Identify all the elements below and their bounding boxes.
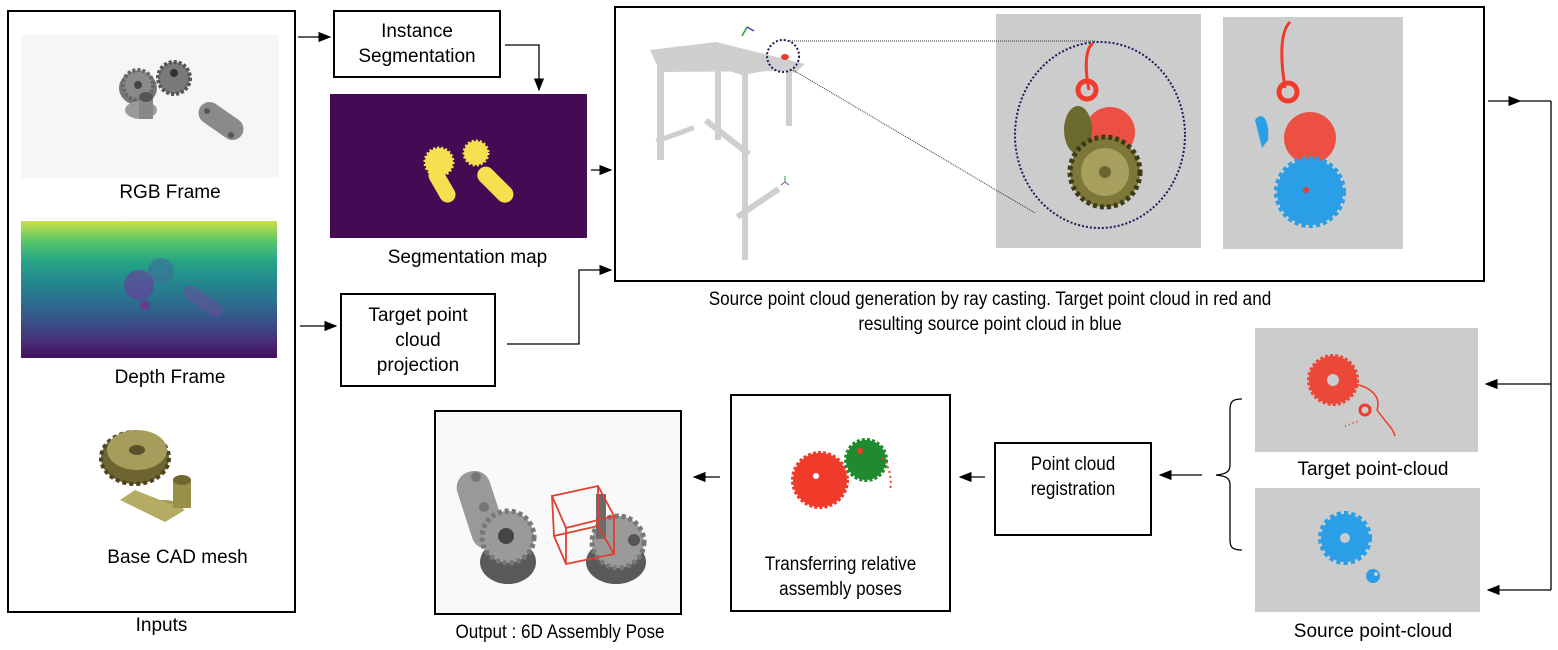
inputs-panel-label: Inputs xyxy=(135,615,188,636)
target-projection-line1: Target point xyxy=(368,304,468,326)
cad-mesh-image xyxy=(95,420,215,530)
segmentation-masks xyxy=(423,139,514,203)
segmentation-map-label: Segmentation map xyxy=(387,247,548,268)
target-projection-line3: projection xyxy=(376,354,460,376)
depth-objects-illustration xyxy=(124,258,223,317)
registration-line1: Point cloud xyxy=(1030,454,1116,475)
brace-clouds xyxy=(1215,398,1243,551)
transfer-poses-box: Transferring relative assembly poses xyxy=(730,394,951,612)
cad-gear-illustration xyxy=(99,430,191,522)
instance-segmentation-line2: Segmentation xyxy=(358,46,476,67)
depth-frame-label: Depth Frame xyxy=(114,367,226,388)
raycast-caption-line1: Source point cloud generation by ray cas… xyxy=(708,289,1272,310)
target-projection-box: Target point cloud projection xyxy=(340,293,496,387)
raycast-caption-line2: resulting source point cloud in blue xyxy=(858,314,1122,335)
output-pose-box xyxy=(434,410,682,615)
depth-frame-image xyxy=(21,221,277,358)
target-point-cloud-image xyxy=(1255,328,1478,452)
source-cloud-points xyxy=(1318,511,1380,583)
bounding-box-icon xyxy=(550,484,616,566)
registration-box: Point cloud registration xyxy=(994,442,1152,536)
registration-line2: registration xyxy=(1030,479,1116,500)
transfer-cloud-illustration xyxy=(791,438,892,509)
instance-segmentation-line1: Instance xyxy=(381,21,453,42)
raycasting-panel xyxy=(614,6,1485,282)
transfer-label-line1: Transferring relative xyxy=(764,554,917,575)
transfer-label-line2: assembly poses xyxy=(779,579,902,600)
source-point-cloud-image xyxy=(1255,488,1480,612)
arrow-segmentation-to-map xyxy=(505,44,545,92)
output-pose-label: Output : 6D Assembly Pose xyxy=(455,622,665,643)
output-pose-illustration xyxy=(456,470,647,584)
target-cloud-points xyxy=(1307,354,1396,437)
cad-mesh-label: Base CAD mesh xyxy=(107,547,248,568)
arrow-projection-to-raycast xyxy=(507,264,613,345)
instance-segmentation-box: Instance Segmentation xyxy=(333,10,501,78)
target-projection-line2: cloud xyxy=(395,329,441,351)
rgb-frame-image xyxy=(21,35,279,178)
source-point-cloud-label: Source point-cloud xyxy=(1293,621,1453,642)
rgb-frame-label: RGB Frame xyxy=(119,182,221,203)
segmentation-map-image xyxy=(330,94,587,238)
rgb-gears-illustration xyxy=(119,60,244,141)
target-point-cloud-label: Target point-cloud xyxy=(1297,459,1449,480)
